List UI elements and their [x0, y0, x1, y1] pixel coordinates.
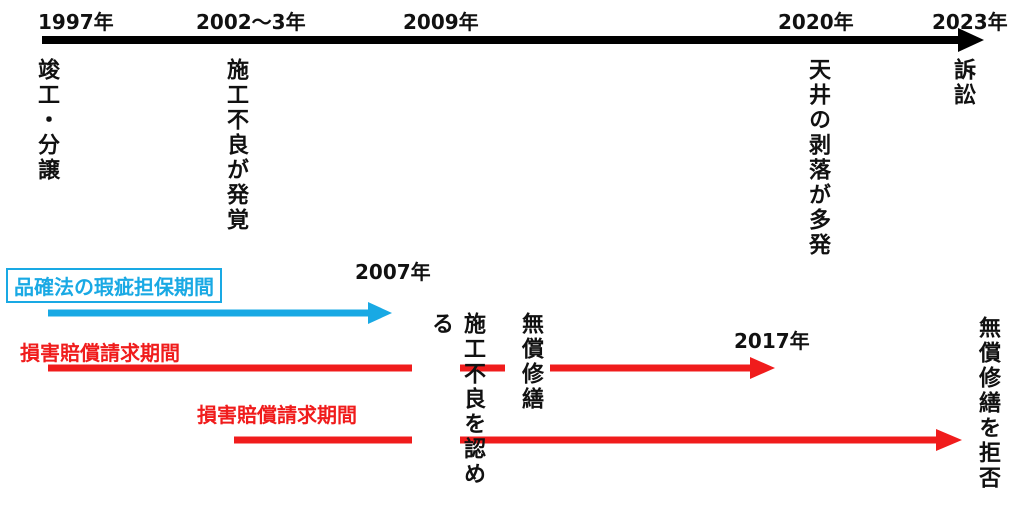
year-label-2023: 2023年: [932, 10, 1008, 34]
year-label-2009: 2009年: [403, 10, 479, 34]
note-refuse-repair: 無償修繕を拒否: [975, 316, 1000, 491]
damages-end-year-1: 2017年: [734, 329, 810, 353]
damages-arrowhead-1: [750, 357, 775, 379]
damages-period-label-1: 損害賠償請求期間: [20, 341, 180, 365]
note-admit-defect: 施工不良を認める: [428, 312, 485, 487]
event-completion: 竣工・分譲: [34, 58, 59, 183]
warranty-arrowhead: [368, 302, 392, 324]
year-label-2020: 2020年: [778, 10, 854, 34]
timeline-arrowhead: [958, 28, 984, 52]
year-label-2002: 2002〜3年: [196, 10, 306, 34]
event-ceiling-falls: 天井の剥落が多発: [805, 58, 830, 258]
year-label-1997: 1997年: [38, 10, 114, 34]
damages-arrowhead-2: [936, 429, 962, 451]
event-defect-found: 施工不良が発覚: [223, 58, 248, 233]
warranty-period-label: 品確法の瑕疵担保期間: [6, 268, 222, 303]
damages-period-label-2: 損害賠償請求期間: [197, 403, 357, 427]
warranty-end-year: 2007年: [355, 260, 431, 284]
event-lawsuit: 訴訟: [950, 58, 975, 108]
note-free-repair: 無償修繕: [518, 312, 543, 412]
